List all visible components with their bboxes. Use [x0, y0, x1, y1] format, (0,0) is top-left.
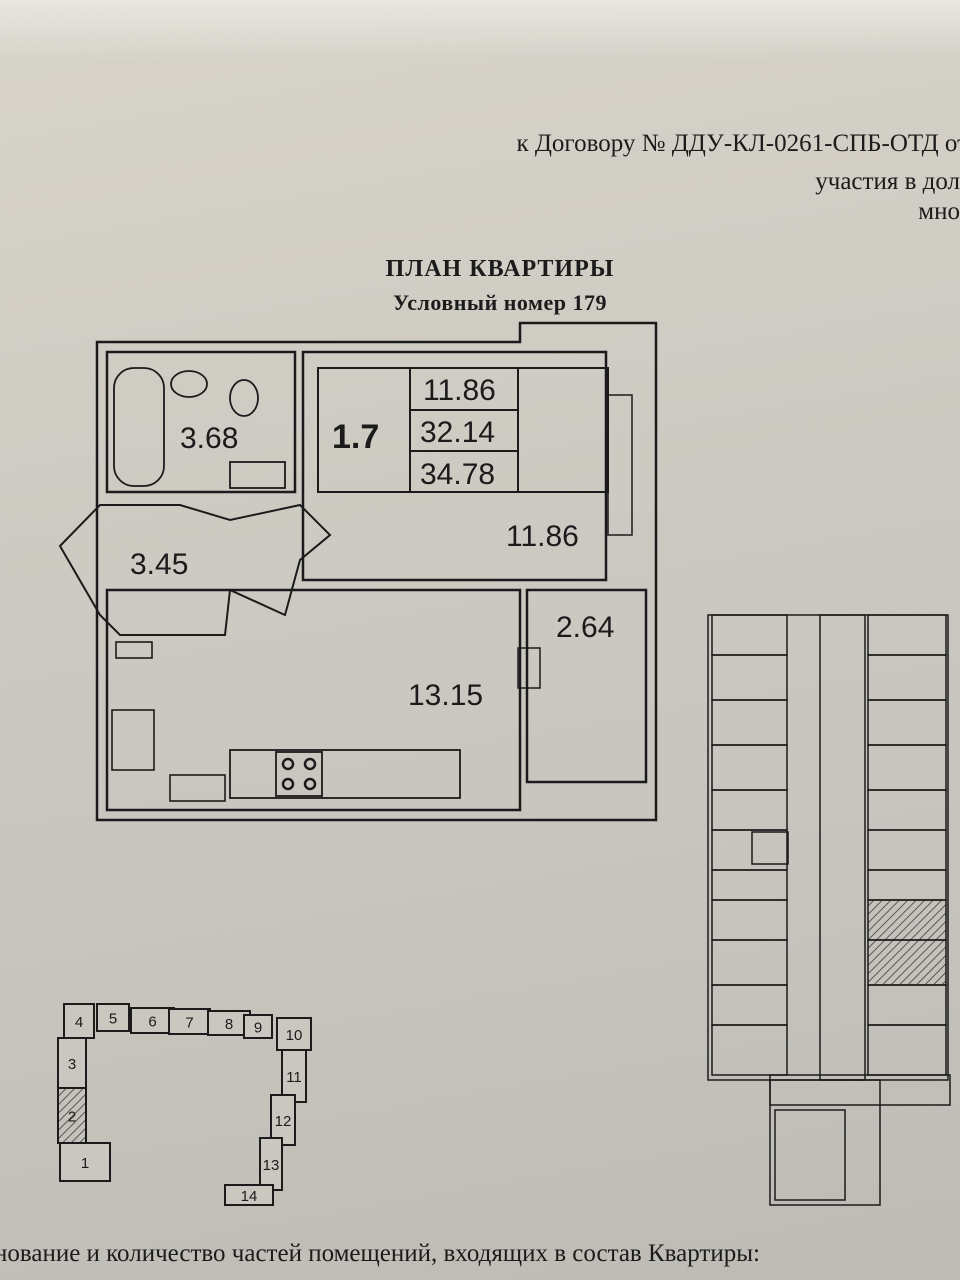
- floor-outline-corner: [769, 1074, 951, 1106]
- contract-reference: к Договору № ДДУ-КЛ-0261-СПБ-ОТД от: [516, 130, 960, 157]
- area-hall: 3.45: [130, 548, 188, 581]
- plan-title: ПЛАН КВАРТИРЫ: [385, 256, 615, 282]
- site-section-9: 9: [243, 1014, 273, 1039]
- floor-outline: [707, 614, 949, 1081]
- floor-apartment-right: [867, 869, 947, 901]
- floor-apartment-right: [867, 744, 947, 791]
- total-area-balcony: 34.78: [420, 458, 495, 491]
- floor-apartment-left: [711, 654, 788, 701]
- floor-apartment-left: [711, 699, 788, 746]
- svg-text:2: 2: [68, 1109, 76, 1126]
- sink: [170, 370, 208, 398]
- svg-text:9: 9: [254, 1020, 262, 1037]
- floor-apartment-bottom: [774, 1109, 846, 1201]
- svg-text:14: 14: [241, 1188, 258, 1205]
- site-section-1: 1: [59, 1142, 111, 1182]
- area-bedroom: 11.86: [506, 520, 579, 553]
- floor-apartment-right: [867, 939, 947, 986]
- floor-plan: [707, 614, 951, 1206]
- floor-apartment-right: [867, 1024, 947, 1076]
- floor-apartment-left: [711, 869, 788, 901]
- area-storage: 2.64: [556, 611, 614, 644]
- floor-apartment-right: [867, 829, 947, 871]
- floor-apartment-left: [711, 899, 788, 941]
- stove: [275, 751, 323, 797]
- floor-apartment-right: [867, 899, 947, 941]
- site-section-2: 2: [57, 1087, 87, 1144]
- outer-wall: [95, 321, 658, 822]
- floor-apartment-right: [867, 654, 947, 701]
- header-line-3: мно: [918, 198, 960, 225]
- site-section-13: 13: [259, 1137, 283, 1191]
- site-section-11: 11: [281, 1049, 307, 1103]
- floor-apartment-left: [711, 744, 788, 791]
- plan-subtitle: Условный номер 179: [393, 290, 607, 315]
- floor-apartment-right: [867, 699, 947, 746]
- site-section-5: 5: [96, 1003, 130, 1032]
- svg-text:6: 6: [148, 1014, 156, 1031]
- toilet: [229, 379, 259, 417]
- svg-text:8: 8: [225, 1016, 233, 1033]
- svg-text:3: 3: [68, 1056, 76, 1073]
- site-section-10: 10: [276, 1017, 312, 1051]
- svg-text:1: 1: [81, 1155, 89, 1172]
- floor-corridor: [819, 614, 866, 1081]
- storage-walls: [525, 588, 648, 784]
- floor-apartment-right: [867, 984, 947, 1026]
- floor-apartment-right: [867, 614, 947, 656]
- bedroom-walls: [301, 350, 608, 582]
- site-section-6: 6: [130, 1007, 175, 1034]
- bathtub: [113, 367, 165, 487]
- floor-apartment-left: [711, 1024, 788, 1076]
- site-section-3: 3: [57, 1037, 87, 1089]
- floor-apartment-right: [867, 789, 947, 831]
- living-area: 11.86: [423, 374, 496, 407]
- kitchen-sink: [111, 709, 155, 771]
- room-labels: 3.68 3.45 11.86 13.15 2.64 1.7 11.86 32.…: [130, 374, 614, 712]
- svg-text:5: 5: [109, 1011, 117, 1028]
- total-area: 32.14: [420, 416, 495, 449]
- window: [607, 394, 633, 536]
- floor-apartment-left: [711, 614, 788, 656]
- area-bathroom: 3.68: [180, 422, 238, 455]
- footer-text: нование и количество частей помещений, в…: [0, 1240, 760, 1267]
- svg-text:12: 12: [275, 1113, 292, 1130]
- svg-text:7: 7: [185, 1015, 193, 1032]
- svg-text:13: 13: [263, 1157, 280, 1174]
- bathroom-walls: [105, 350, 297, 494]
- site-section-12: 12: [270, 1094, 296, 1146]
- site-section-4: 4: [63, 1003, 95, 1039]
- rooms-count: 1.7: [332, 418, 379, 456]
- header-line-2: участия в дол: [815, 168, 960, 195]
- svg-text:10: 10: [286, 1027, 303, 1044]
- floor-apartment-left: [711, 984, 788, 1026]
- apartment-floor-plan: [58, 321, 658, 822]
- countertop: [229, 749, 461, 799]
- svg-text:11: 11: [286, 1069, 302, 1086]
- floor-stairs: [751, 831, 789, 865]
- floor-apartment-left: [711, 789, 788, 831]
- floor-outline-lower: [769, 1079, 881, 1206]
- area-kitchen: 13.15: [408, 679, 483, 712]
- site-section-14: 14: [224, 1184, 274, 1206]
- floor-apartment-left: [711, 939, 788, 986]
- svg-text:4: 4: [75, 1014, 83, 1031]
- site-section-7: 7: [168, 1008, 211, 1035]
- kitchen-walls: [105, 588, 522, 812]
- paper-shadow: [0, 0, 960, 60]
